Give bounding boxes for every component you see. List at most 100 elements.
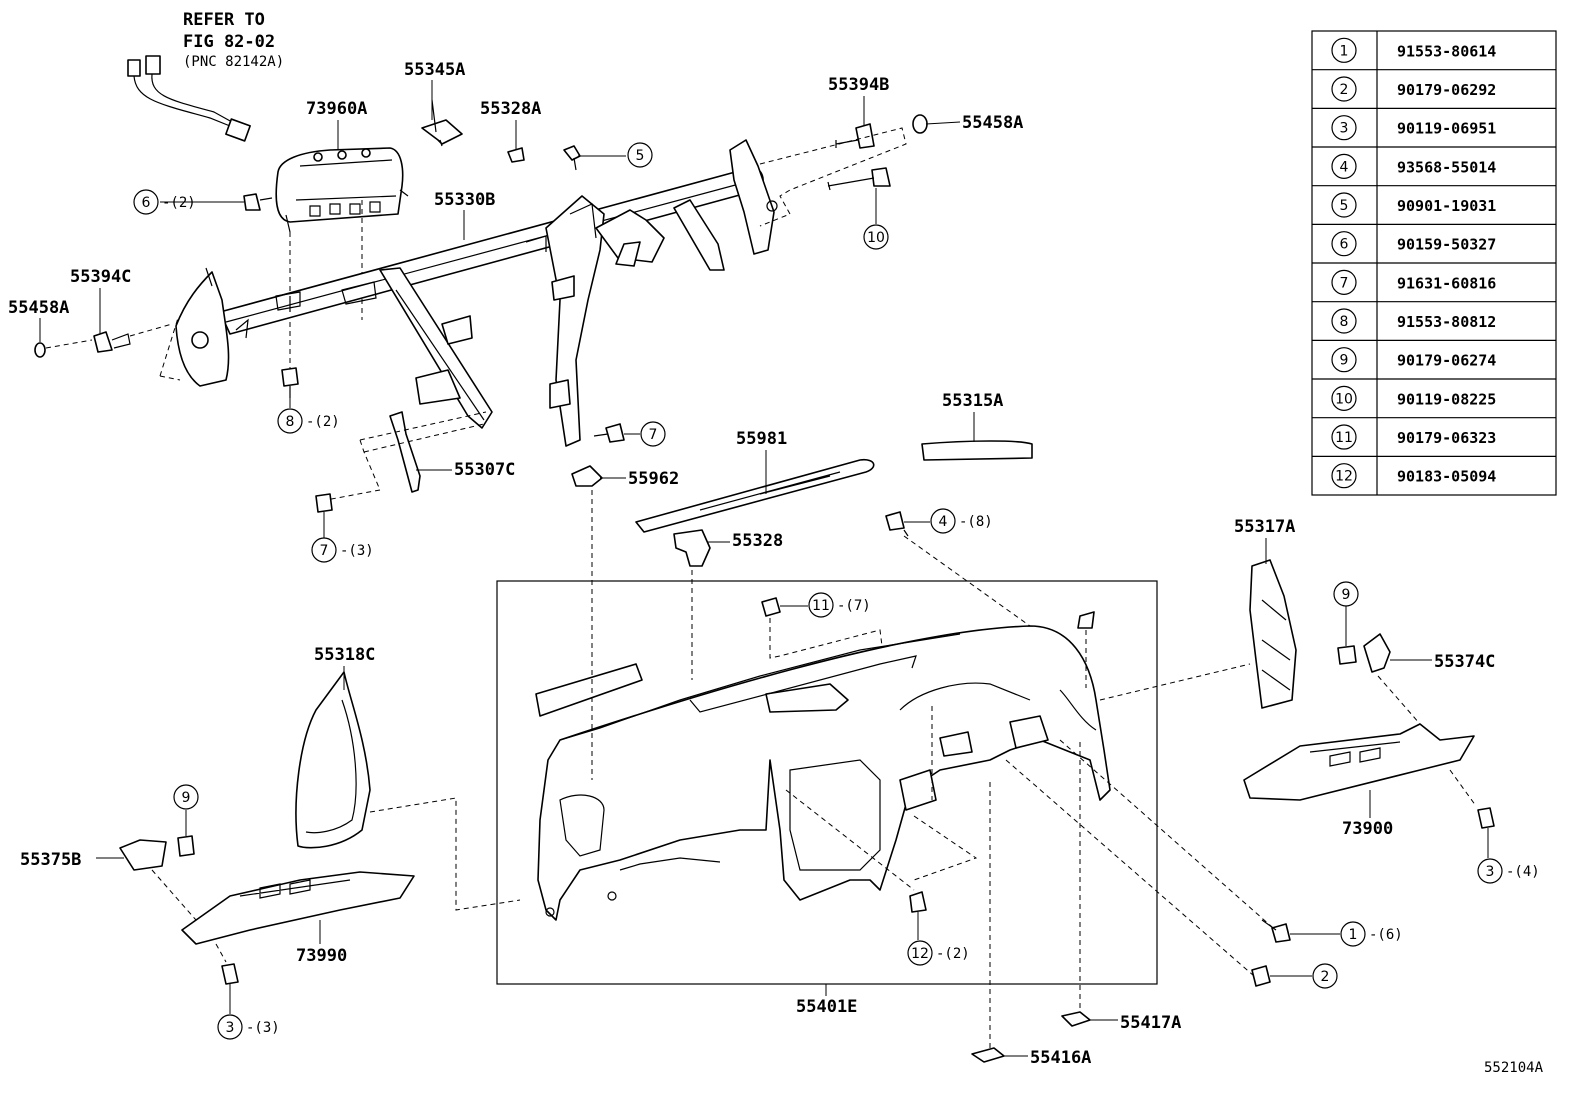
bolt-55394b-drawing — [835, 123, 875, 149]
callout-10[interactable]: 10 — [863, 188, 889, 250]
bracket-55328-drawing — [673, 529, 711, 567]
callout-8-qty: -(2) — [306, 414, 340, 430]
table-row-number: 3 — [1340, 121, 1349, 137]
screw-3-right-drawing — [1477, 807, 1495, 829]
label-55345a[interactable]: 55345A — [404, 60, 465, 80]
label-55375b[interactable]: 55375B — [20, 850, 81, 870]
callout-3-right[interactable]: 3 -(4) — [1477, 828, 1540, 884]
glovebox-73990-drawing — [181, 871, 415, 945]
clip-55962-drawing — [571, 465, 603, 487]
panel-55401e-frame — [496, 580, 1158, 985]
label-55401e[interactable]: 55401E — [796, 997, 857, 1017]
callout-6-num: 6 — [142, 195, 151, 211]
bolt-7-lower-drawing — [315, 493, 333, 513]
callout-6[interactable]: 6 -(2) — [133, 189, 244, 215]
callout-8-num: 8 — [286, 414, 295, 430]
clip-55417a-drawing — [1061, 1011, 1091, 1027]
callout-11[interactable]: 11 -(7) — [780, 592, 871, 618]
table-row[interactable]: 4 93568-55014 — [1331, 153, 1496, 179]
table-row-part-number: 93568-55014 — [1397, 158, 1496, 176]
table-row-number: 4 — [1340, 159, 1349, 175]
callout-9-left[interactable]: 9 — [173, 784, 199, 836]
callout-12[interactable]: 12 -(2) — [907, 912, 970, 966]
label-55315a[interactable]: 55315A — [942, 391, 1003, 411]
reinforcement-55330b-drawing — [175, 139, 778, 447]
table-row-part-number: 90119-08225 — [1397, 390, 1496, 408]
callout-3-left[interactable]: 3 -(3) — [217, 984, 280, 1040]
label-73990[interactable]: 73990 — [296, 946, 347, 966]
label-55317a[interactable]: 55317A — [1234, 517, 1295, 537]
table-row-number: 10 — [1335, 391, 1353, 407]
bolt-6-drawing — [243, 193, 273, 211]
callout-9-right-num: 9 — [1342, 587, 1351, 603]
table-row-circle — [1331, 269, 1357, 295]
label-55416a[interactable]: 55416A — [1030, 1048, 1091, 1068]
label-73960a[interactable]: 73960A — [306, 99, 367, 119]
label-55318c[interactable]: 55318C — [314, 645, 375, 665]
washer-55458a-right-drawing — [912, 114, 928, 134]
callout-1[interactable]: 1 -(6) — [1290, 921, 1403, 947]
callout-4[interactable]: 4 -(8) — [904, 508, 993, 534]
table-row-number: 9 — [1340, 353, 1349, 369]
label-55417a[interactable]: 55417A — [1120, 1013, 1181, 1033]
label-55328a[interactable]: 55328A — [480, 99, 541, 119]
table-row-circle — [1331, 37, 1357, 63]
label-55981[interactable]: 55981 — [736, 429, 787, 449]
table-row-number: 6 — [1340, 237, 1349, 253]
nut-9-left-drawing — [177, 835, 195, 857]
callout-3-left-qty: -(3) — [246, 1020, 280, 1036]
panel-55317a-drawing — [1249, 559, 1297, 709]
bolt-5-drawing — [563, 145, 581, 171]
clip-12-drawing — [909, 891, 927, 913]
bracket-55375b-drawing — [119, 839, 167, 871]
label-55374c[interactable]: 55374C — [1434, 652, 1495, 672]
label-73900[interactable]: 73900 — [1342, 819, 1393, 839]
bolt-4-drawing — [885, 511, 909, 537]
refer-line-2: FIG 82-02 — [183, 32, 275, 52]
clip-11-drawing — [761, 597, 781, 617]
label-55330b[interactable]: 55330B — [434, 190, 495, 210]
callout-1-qty: -(6) — [1369, 927, 1403, 943]
table-row-part-number: 90179-06274 — [1397, 352, 1496, 370]
table-row[interactable]: 10 90119-08225 — [1331, 385, 1496, 411]
nut-2-drawing — [1251, 965, 1271, 987]
wire-harness-drawing — [127, 55, 251, 142]
callout-6-qty: -(2) — [162, 195, 196, 211]
callout-8[interactable]: 8 -(2) — [277, 398, 340, 434]
table-row[interactable]: 6 90159-50327 — [1331, 231, 1496, 257]
callout-7-lower[interactable]: 7 -(3) — [311, 512, 374, 563]
callout-11-num: 11 — [812, 598, 830, 614]
bracket-55374c-drawing — [1363, 633, 1391, 673]
table-row-part-number: 90159-50327 — [1397, 236, 1496, 254]
refer-note[interactable]: REFER TO FIG 82-02 (PNC 82142A) — [183, 10, 284, 70]
refer-line-3: (PNC 82142A) — [183, 54, 284, 70]
label-55458a-left[interactable]: 55458A — [8, 298, 69, 318]
label-55394c[interactable]: 55394C — [70, 267, 131, 287]
callout-9-right[interactable]: 9 — [1333, 581, 1359, 646]
callout-5[interactable]: 5 — [578, 142, 653, 168]
callout-2-num: 2 — [1321, 969, 1330, 985]
callout-10-num: 10 — [867, 230, 885, 246]
callout-11-qty: -(7) — [837, 598, 871, 614]
table-row-circle — [1331, 463, 1357, 489]
callout-7-upper[interactable]: 7 — [624, 421, 666, 447]
label-55328[interactable]: 55328 — [732, 531, 783, 551]
table-row[interactable]: 9 90179-06274 — [1331, 347, 1496, 373]
callout-2[interactable]: 2 — [1270, 963, 1338, 989]
label-55394b[interactable]: 55394B — [828, 75, 889, 95]
table-row-part-number: 90901-19031 — [1397, 197, 1496, 215]
label-55962[interactable]: 55962 — [628, 469, 679, 489]
label-55307c[interactable]: 55307C — [454, 460, 515, 480]
table-row-circle — [1331, 76, 1357, 102]
label-55458a-right[interactable]: 55458A — [962, 113, 1023, 133]
callout-1-num: 1 — [1349, 927, 1358, 943]
diagram-id: 552104A — [1484, 1060, 1544, 1076]
